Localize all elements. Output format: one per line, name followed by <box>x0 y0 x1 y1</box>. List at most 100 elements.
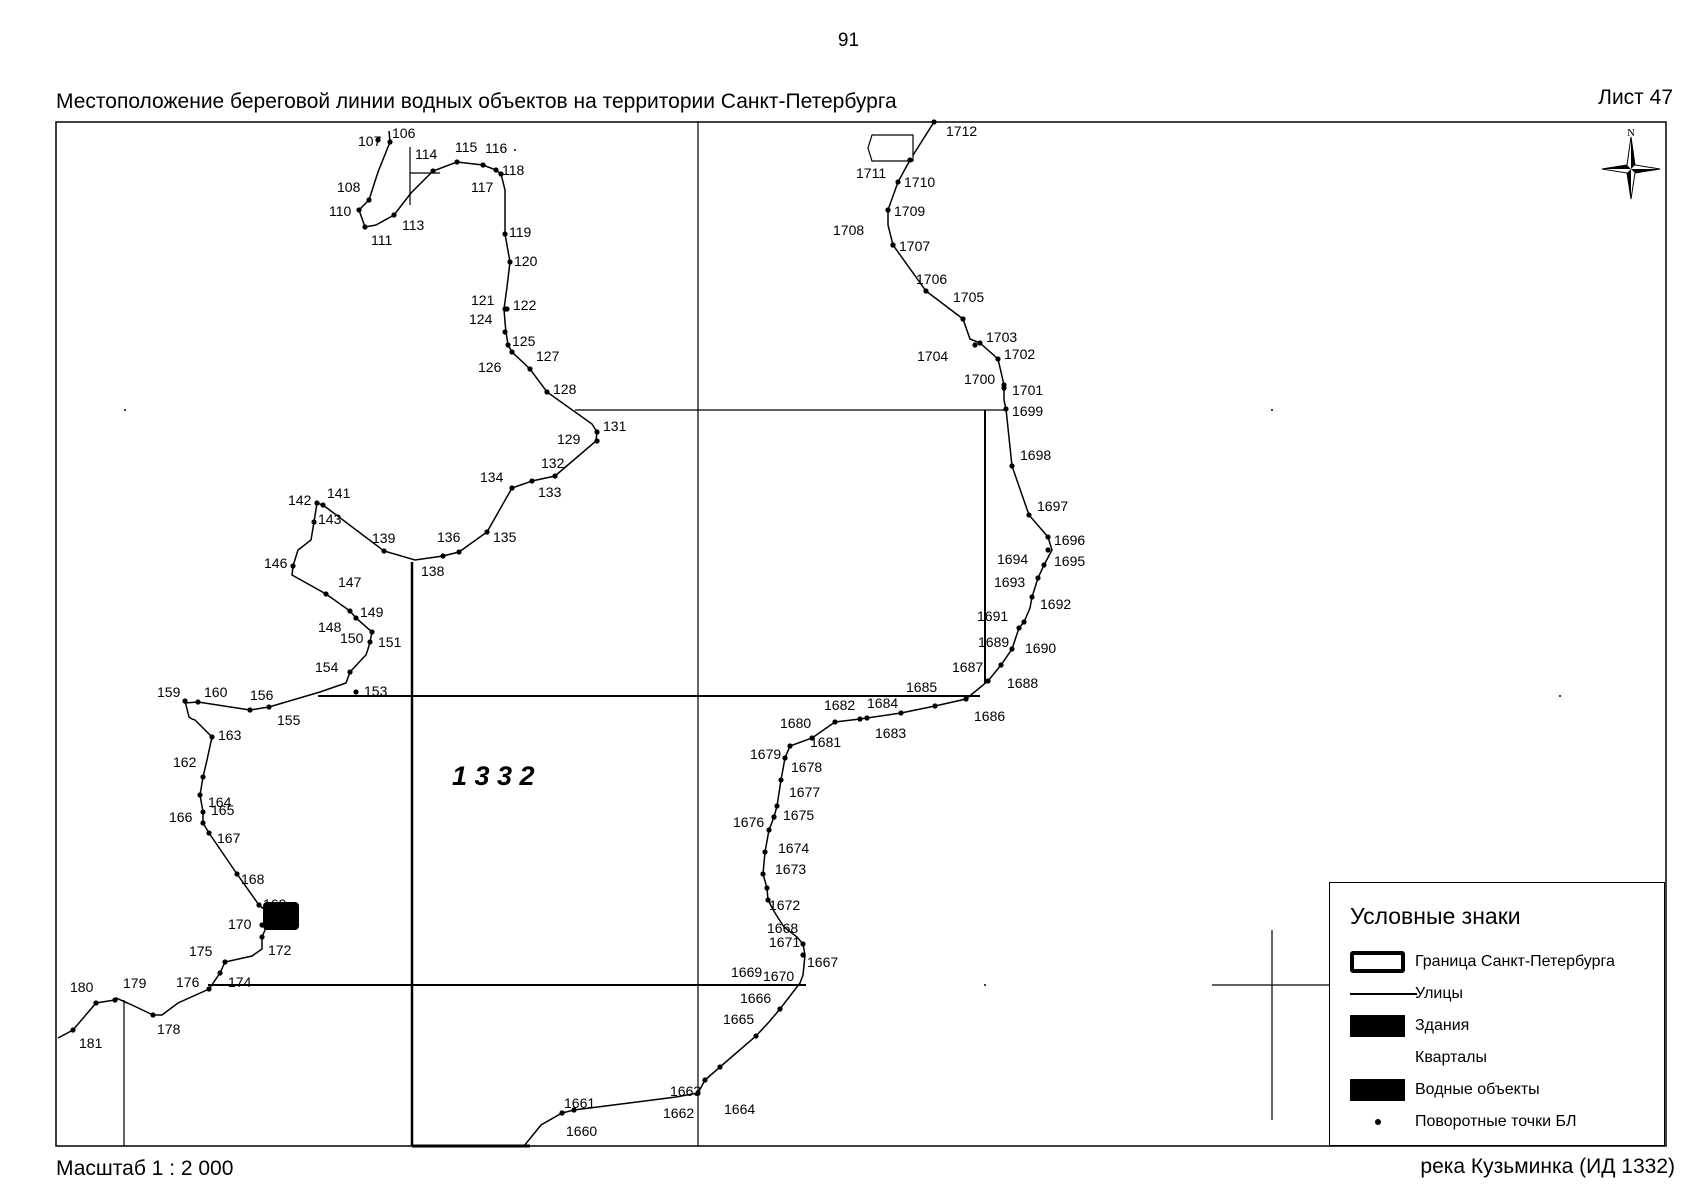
point-label-108: 108 <box>337 179 361 195</box>
turning-point-156 <box>247 707 253 713</box>
point-label-142: 142 <box>288 492 312 508</box>
turning-point-168 <box>234 871 240 877</box>
water-symbol-icon <box>1350 1079 1405 1101</box>
point-label-149: 149 <box>360 604 384 620</box>
street-lines <box>123 122 1329 1148</box>
point-label-1661: 1661 <box>564 1095 595 1111</box>
turning-point-1671 <box>760 871 766 877</box>
point-label-120: 120 <box>514 253 538 269</box>
point-label-1674: 1674 <box>778 840 809 856</box>
turning-point-178 <box>150 1012 156 1018</box>
point-label-1695: 1695 <box>1054 553 1085 569</box>
turning-point-1698 <box>1009 463 1015 469</box>
point-label-1688: 1688 <box>1007 675 1038 691</box>
point-label-181: 181 <box>79 1035 103 1051</box>
page-number: 91 <box>837 30 860 51</box>
turning-point-1660 <box>559 1110 565 1116</box>
legend-label: Улицы <box>1415 985 1464 1002</box>
point-label-122: 122 <box>513 297 537 313</box>
point-label-121: 121 <box>471 292 495 308</box>
river-label: река Кузьминка (ИД 1332) <box>1420 1155 1675 1178</box>
turning-point-1699 <box>1003 406 1009 412</box>
point-label-1709: 1709 <box>894 203 925 219</box>
city-border-marker <box>867 134 914 162</box>
point-label-1663: 1663 <box>670 1083 701 1099</box>
turning-point-124 <box>502 329 508 335</box>
turning-point-117 <box>498 171 504 177</box>
turning-point-1706 <box>923 288 929 294</box>
compass-shade-icon <box>1602 165 1631 169</box>
legend-item-street: Улицы <box>1350 982 1463 1006</box>
building-marker <box>263 902 299 930</box>
point-label-171: 171 <box>272 907 296 923</box>
turning-point-128 <box>544 389 550 395</box>
point-label-154: 154 <box>315 659 339 675</box>
point-label-1677: 1677 <box>789 784 820 800</box>
map-frame <box>55 121 1667 1147</box>
turning-point-159 <box>182 698 188 704</box>
point-label-113: 113 <box>402 217 425 233</box>
point-label-1706: 1706 <box>916 271 947 287</box>
legend: Условные знаки Граница Санкт-Петербурга … <box>1329 882 1665 1146</box>
turning-point-1674 <box>771 814 777 820</box>
point-label-1698: 1698 <box>1020 447 1051 463</box>
turning-point-148 <box>347 608 353 614</box>
turning-point-1666 <box>777 1006 783 1012</box>
turning-point-1709 <box>885 207 891 213</box>
turning-point-115 <box>454 159 460 165</box>
turning-point-1692 <box>1029 594 1035 600</box>
block-number: 1 3 3 2 <box>452 761 535 791</box>
point-label-1704: 1704 <box>917 348 948 364</box>
turning-point-1665 <box>753 1033 759 1039</box>
turning-point-1694 <box>1041 562 1047 568</box>
turning-point-1689 <box>1009 646 1015 652</box>
point-label-1699: 1699 <box>1012 403 1043 419</box>
turning-point-1697 <box>1026 512 1032 518</box>
point-label-1691: 1691 <box>977 608 1008 624</box>
turning-point-143 <box>311 519 317 525</box>
point-label-1707: 1707 <box>899 238 930 254</box>
point-label-135: 135 <box>493 529 517 545</box>
turning-point-1700 <box>1001 385 1007 391</box>
point-label-165: 165 <box>211 802 235 818</box>
turning-point-1688 <box>998 662 1004 668</box>
turning-point-111 <box>362 224 368 230</box>
point-label-136: 136 <box>437 529 461 545</box>
turning-point-1680 <box>809 735 815 741</box>
point-label-162: 162 <box>173 754 197 770</box>
turning-point-160 <box>195 699 201 705</box>
turning-point-139 <box>381 548 387 554</box>
point-label-115: 115 <box>455 139 478 155</box>
point-label-150: 150 <box>340 630 364 646</box>
point-label-1702: 1702 <box>1004 346 1035 362</box>
turning-point-170 <box>259 922 265 928</box>
point-label-128: 128 <box>553 381 577 397</box>
border-symbol-icon <box>1350 951 1405 973</box>
turning-point-119 <box>502 231 508 237</box>
point-label-168: 168 <box>241 871 265 887</box>
point-label-132: 132 <box>541 455 565 471</box>
sheet-label: Лист 47 <box>1598 86 1673 109</box>
turning-point-1681 <box>832 719 838 725</box>
turning-point-138 <box>440 553 446 559</box>
point-label-1668: 1668 <box>767 920 798 936</box>
point-label-1666: 1666 <box>740 990 771 1006</box>
point-label-1667: 1667 <box>807 954 838 970</box>
point-label-1687: 1687 <box>952 659 983 675</box>
turning-point-154 <box>347 669 353 675</box>
point-label-1662: 1662 <box>663 1105 694 1121</box>
turning-point-1678 <box>782 755 788 761</box>
map-title: Местоположение береговой линии водных об… <box>56 90 897 113</box>
turning-point-141 <box>320 502 326 508</box>
turning-point-1673 <box>766 827 772 833</box>
block-mark <box>1271 409 1273 411</box>
legend-label: Граница Санкт-Петербурга <box>1415 953 1615 970</box>
point-label-170: 170 <box>228 916 252 932</box>
point-label-1676: 1676 <box>733 814 764 830</box>
point-label-1697: 1697 <box>1037 498 1068 514</box>
point-label-151: 151 <box>378 634 402 650</box>
point-label-1678: 1678 <box>791 759 822 775</box>
turning-point-1667 <box>800 952 806 958</box>
point-label-126: 126 <box>478 359 502 375</box>
turning-point-110 <box>356 207 362 213</box>
